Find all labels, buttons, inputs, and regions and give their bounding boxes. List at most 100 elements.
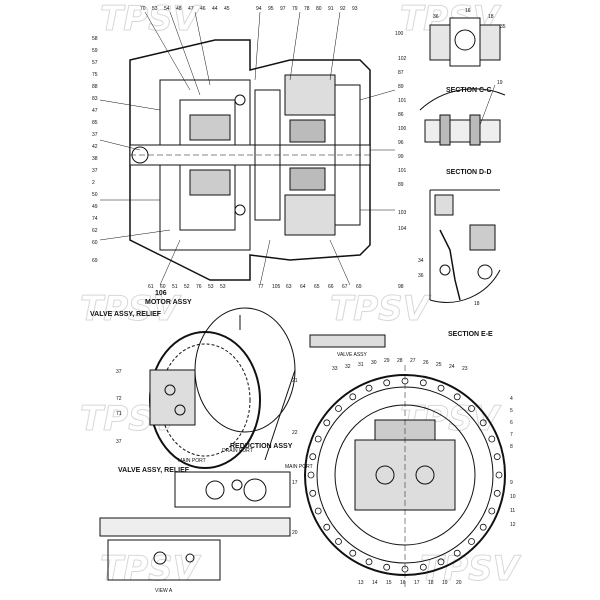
svg-text:62: 62 bbox=[92, 228, 98, 234]
section-ee-drawing bbox=[304, 365, 506, 590]
valve-assy-label: VALVE ASSY bbox=[337, 352, 367, 358]
svg-text:38: 38 bbox=[92, 156, 98, 162]
svg-text:89: 89 bbox=[398, 84, 404, 90]
svg-text:13: 13 bbox=[358, 580, 364, 586]
svg-text:19: 19 bbox=[497, 80, 503, 86]
bolt-hole bbox=[453, 393, 461, 401]
bolt-hole bbox=[437, 384, 445, 392]
svg-text:16: 16 bbox=[400, 580, 406, 586]
svg-text:48: 48 bbox=[176, 6, 182, 12]
bolt-hole bbox=[365, 558, 373, 566]
svg-text:TPSV: TPSV bbox=[100, 549, 202, 589]
svg-text:99: 99 bbox=[398, 154, 404, 160]
bolt-hole bbox=[493, 453, 501, 461]
svg-text:32: 32 bbox=[345, 364, 351, 370]
svg-text:77: 77 bbox=[258, 284, 264, 290]
svg-text:TPSV: TPSV bbox=[330, 289, 432, 329]
svg-text:18: 18 bbox=[474, 301, 480, 307]
drain-port-label: DRAIN PORT bbox=[222, 448, 253, 454]
svg-text:69: 69 bbox=[92, 258, 98, 264]
bolt-hole bbox=[401, 565, 409, 573]
svg-text:26: 26 bbox=[423, 360, 429, 366]
section-dd-drawing bbox=[429, 189, 501, 303]
svg-text:TPSV: TPSV bbox=[80, 289, 182, 329]
svg-text:37: 37 bbox=[116, 369, 122, 375]
bolt-hole bbox=[335, 538, 342, 545]
bolt-hole bbox=[309, 453, 317, 461]
svg-text:21: 21 bbox=[292, 378, 298, 384]
svg-text:TPSV: TPSV bbox=[420, 549, 522, 589]
bolt-hole bbox=[493, 489, 501, 497]
svg-text:44: 44 bbox=[212, 6, 218, 12]
valve-assy-relief-bottom-label: VALVE ASSY, RELIEF bbox=[118, 467, 190, 474]
svg-text:35: 35 bbox=[500, 24, 506, 30]
svg-text:36: 36 bbox=[433, 14, 439, 20]
view-a-label: VIEW A bbox=[155, 588, 173, 594]
bolt-hole bbox=[349, 549, 357, 557]
bolt-hole bbox=[323, 523, 331, 531]
svg-text:83: 83 bbox=[92, 96, 98, 102]
main-port-right-label: MAIN PORT bbox=[285, 464, 313, 470]
svg-text:86: 86 bbox=[398, 112, 404, 118]
svg-text:46: 46 bbox=[200, 6, 206, 12]
svg-text:64: 64 bbox=[300, 284, 306, 290]
valve-assy-detail bbox=[309, 334, 386, 348]
svg-text:53: 53 bbox=[152, 6, 158, 12]
svg-text:50: 50 bbox=[92, 192, 98, 198]
svg-text:101: 101 bbox=[398, 168, 407, 174]
svg-text:10: 10 bbox=[510, 494, 516, 500]
bolt-hole bbox=[468, 538, 475, 545]
section-dd-title: SECTION D-D bbox=[446, 169, 492, 176]
bolt-hole bbox=[383, 563, 391, 571]
svg-text:37: 37 bbox=[116, 439, 122, 445]
svg-text:91: 91 bbox=[328, 6, 334, 12]
svg-text:63: 63 bbox=[286, 284, 292, 290]
svg-text:17: 17 bbox=[292, 480, 298, 486]
svg-text:95: 95 bbox=[268, 6, 274, 12]
section-ee-bolt-ring bbox=[307, 377, 503, 573]
svg-text:54: 54 bbox=[164, 6, 170, 12]
svg-text:27: 27 bbox=[410, 358, 416, 364]
bolt-hole bbox=[479, 419, 487, 427]
section-dd-callouts: 34 36 18 bbox=[418, 258, 480, 307]
iso-callouts: 37 72 71 37 bbox=[116, 369, 122, 445]
svg-text:70: 70 bbox=[140, 6, 146, 12]
svg-text:8: 8 bbox=[510, 444, 513, 450]
svg-text:58: 58 bbox=[92, 36, 98, 42]
svg-text:100: 100 bbox=[395, 31, 404, 37]
svg-text:51: 51 bbox=[172, 284, 178, 290]
svg-text:15: 15 bbox=[386, 580, 392, 586]
svg-text:23: 23 bbox=[462, 366, 468, 372]
svg-text:93: 93 bbox=[352, 6, 358, 12]
svg-text:19: 19 bbox=[442, 580, 448, 586]
bolt-hole bbox=[349, 393, 357, 401]
svg-text:2: 2 bbox=[92, 180, 95, 186]
callouts-right-column: 102 87 89 101 86 100 96 99 101 89 103 10… bbox=[398, 56, 407, 232]
section-cc-callouts: 36 16 18 35 19 bbox=[433, 8, 506, 86]
svg-text:37: 37 bbox=[92, 132, 98, 138]
svg-text:60: 60 bbox=[92, 240, 98, 246]
svg-text:102: 102 bbox=[398, 56, 407, 62]
bolt-hole bbox=[419, 563, 427, 571]
bolt-hole bbox=[437, 558, 445, 566]
section-cc-drawing bbox=[419, 17, 506, 146]
svg-text:20: 20 bbox=[456, 580, 462, 586]
bolt-hole bbox=[468, 405, 475, 412]
valve-assy-relief-top-label: VALVE ASSY, RELIEF bbox=[90, 311, 162, 318]
bolt-hole bbox=[419, 379, 427, 387]
section-ee-callouts: 33 32 31 30 29 28 27 26 25 24 23 21 22 1… bbox=[292, 358, 516, 586]
svg-text:92: 92 bbox=[340, 6, 346, 12]
bolt-hole bbox=[365, 384, 373, 392]
svg-text:89: 89 bbox=[398, 182, 404, 188]
svg-text:25: 25 bbox=[436, 362, 442, 368]
bolt-hole bbox=[479, 523, 487, 531]
motor-assy-label: MOTOR ASSY bbox=[145, 299, 192, 306]
svg-text:52: 52 bbox=[184, 284, 190, 290]
svg-text:76: 76 bbox=[196, 284, 202, 290]
svg-text:72: 72 bbox=[116, 396, 122, 402]
svg-text:24: 24 bbox=[449, 364, 455, 370]
bolt-hole bbox=[307, 471, 315, 479]
svg-text:47: 47 bbox=[188, 6, 194, 12]
svg-text:105: 105 bbox=[272, 284, 281, 290]
svg-text:96: 96 bbox=[398, 140, 404, 146]
